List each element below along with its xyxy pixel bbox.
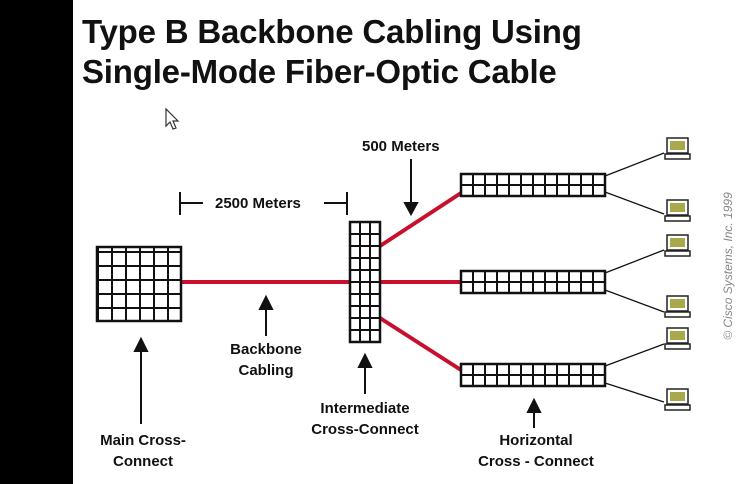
title-line-2: Single-Mode Fiber-Optic Cable (82, 53, 557, 90)
left-black-bar (0, 0, 73, 484)
arrow-up-icon (526, 397, 542, 428)
horizontal-cross-connect-line-2: Cross - Connect (478, 453, 594, 470)
arrow-up-icon (357, 352, 373, 394)
arrow-up-icon (133, 336, 149, 424)
computer-icon (664, 199, 691, 222)
computer-icon (664, 388, 691, 411)
horizontal-cross-connect-bottom (459, 362, 607, 388)
computer-icon (664, 327, 691, 350)
intermediate-cross-connect-line-1: Intermediate (320, 400, 410, 417)
distance-500-label: 500 Meters (362, 138, 440, 155)
arrow-up-icon (258, 294, 274, 336)
computer-icon (664, 295, 691, 318)
intermediate-cross-connect-line-2: Cross-Connect (311, 421, 419, 438)
distance-2500-indicator (179, 192, 348, 215)
main-cross-connect-label: Main Cross- Connect (100, 430, 186, 472)
main-cross-connect-line-1: Main Cross- (100, 432, 186, 449)
copyright-notice: © Cisco Systems, Inc. 1999 (721, 192, 735, 340)
distance-2500-label: 2500 Meters (215, 195, 301, 212)
computer-icon (664, 137, 691, 160)
cable-to-horizontal-top (378, 191, 463, 248)
horizontal-cross-connect-line-1: Horizontal (499, 432, 573, 449)
main-cross-connect-line-2: Connect (112, 453, 173, 470)
title-line-1: Type B Backbone Cabling Using (82, 13, 582, 50)
arrow-down-icon (403, 159, 419, 217)
computer-icon (664, 234, 691, 257)
backbone-cabling-label: Backbone Cabling (230, 339, 302, 381)
horizontal-cross-connect-top (459, 172, 607, 198)
slide-title: Type B Backbone Cabling Using Single-Mod… (82, 12, 582, 92)
backbone-cabling-line-2: Cabling (238, 362, 294, 379)
cable-to-horizontal-bottom (378, 316, 463, 372)
horizontal-cross-connect-label: Horizontal Cross - Connect (478, 430, 594, 472)
station-cables (604, 152, 665, 403)
horizontal-cross-connect-middle (459, 269, 607, 295)
intermediate-cross-connect-label: Intermediate Cross-Connect (311, 398, 419, 440)
main-cross-connect-panel (95, 245, 183, 323)
mouse-cursor-icon (165, 107, 180, 130)
backbone-cabling-line-1: Backbone (230, 341, 302, 358)
